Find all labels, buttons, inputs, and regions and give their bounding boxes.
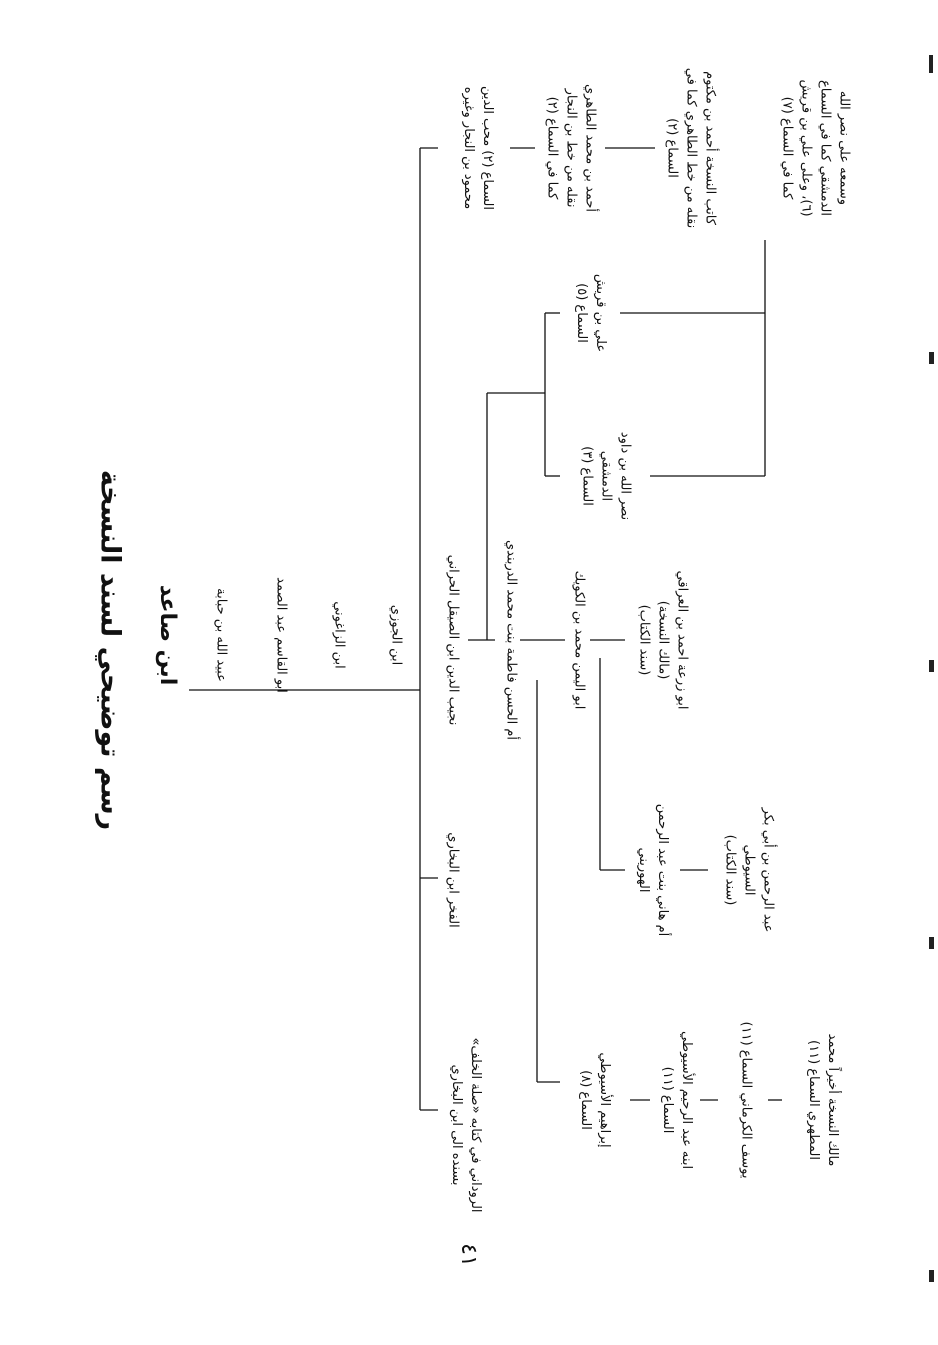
node-ibn-zaghouni: ابن الزاغوني [331, 601, 347, 669]
node-abulyumn: ابو اليمن محمد بن الكويك [571, 570, 587, 710]
node-abulqasim: ابو القاسم عبد الصمد [273, 577, 289, 693]
node-yusuf: يوسف الكرماني السماع (١١) [738, 1021, 754, 1179]
node-abuzura: ابو زرعة احمد بن العراقي(مالك النسخة)(سن… [636, 570, 690, 710]
page-number: ٤١ [455, 1243, 481, 1267]
page-title: رسم توضيحي لسند النسخة [94, 469, 126, 831]
node-umm-hasan: أم الحسن فاطمة بنت محمد الدربندي [503, 539, 519, 741]
scan-mark [929, 352, 934, 364]
node-najib: نجيب الدين ابن الصيقل الحراني [445, 554, 461, 726]
node-rudani: الروداني في كتابه «صلة الخلف»بسنده الى ا… [449, 1037, 483, 1213]
node-abdullah-hubaba: عبيد الله بن حبابة [213, 588, 229, 682]
node-ibn-jawzi: ابن الجوزي [388, 604, 404, 666]
node-fakhr: الفخر ابن البخاري [445, 832, 461, 928]
node-ibn-saed: ابن صاعد [154, 584, 180, 686]
scan-mark [929, 937, 934, 949]
scan-mark [929, 1270, 934, 1282]
scan-mark [929, 660, 934, 672]
scan-mark [929, 55, 933, 73]
